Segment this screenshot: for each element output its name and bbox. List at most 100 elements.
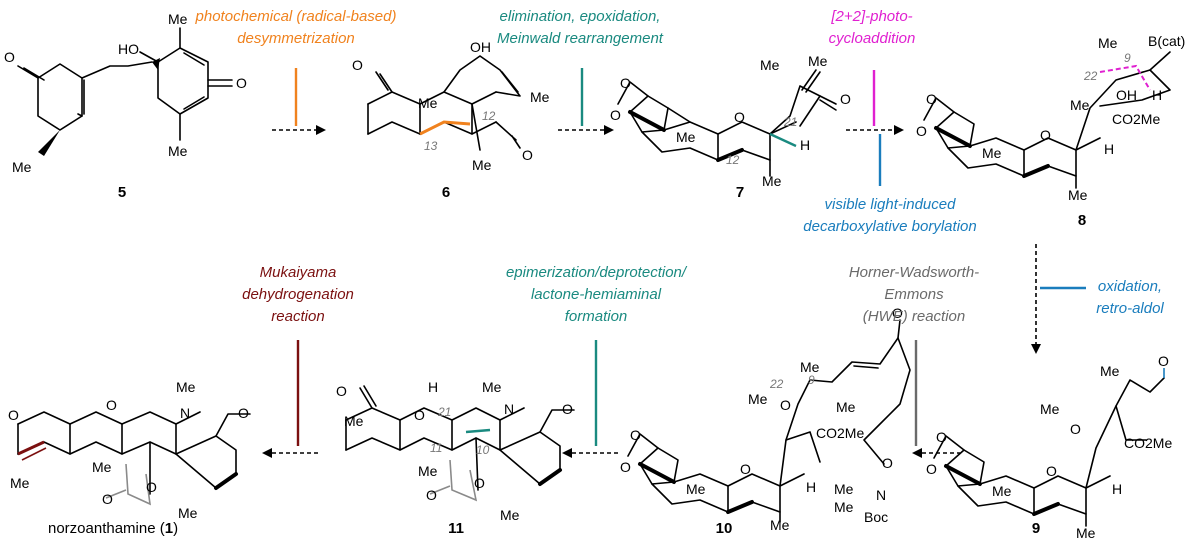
atom-ho-c5: HO — [118, 41, 139, 57]
atom-co2me-c9: CO2Me — [1124, 435, 1172, 451]
position-9-c10: 9 — [808, 373, 815, 387]
atom-o-c7b: O — [610, 107, 621, 123]
position-12-c6: 12 — [482, 109, 496, 123]
atom-n-c11: N — [504, 401, 514, 417]
atom-h-c8a: H — [1152, 87, 1162, 103]
position-22-c8: 22 — [1083, 69, 1098, 83]
step-line: retro-aldol — [1096, 300, 1164, 317]
atom-me-c1a: Me — [176, 379, 196, 395]
position-13-c6: 13 — [424, 139, 438, 153]
atom-o-ketone-c10: O — [892, 305, 903, 321]
atom-co2me-c8: CO2Me — [1112, 111, 1160, 127]
atom-o-c11a: O — [336, 383, 347, 399]
compound-1-number: 1 — [164, 520, 174, 537]
arrow-5-to-6 — [272, 68, 326, 135]
atom-me-c10g: Me — [770, 517, 790, 533]
step-line: decarboxylative borylation — [803, 218, 977, 235]
atom-o-c10d: O — [780, 397, 791, 413]
atom-me-c5c: Me — [12, 159, 32, 175]
atom-me-c5b: Me — [168, 143, 188, 159]
atom-o-c6a: O — [352, 57, 363, 73]
arrow-9-to-10 — [912, 340, 960, 458]
compound-label-6: 6 — [441, 184, 451, 201]
atom-me-c9b: Me — [1100, 363, 1120, 379]
compound-1-close: ) — [173, 520, 179, 537]
compound-label-8: 8 — [1077, 212, 1087, 229]
arrow-6-to-7 — [558, 68, 614, 135]
compound-label-5: 5 — [117, 184, 127, 201]
compound-label-9: 9 — [1031, 520, 1041, 537]
atom-h-c10: H — [806, 479, 816, 495]
atom-o-c8c: O — [1040, 127, 1051, 143]
atom-o-c1b: O — [106, 397, 117, 413]
compound-9-structure — [933, 368, 1165, 527]
atom-me-c6c: Me — [472, 157, 492, 173]
atom-o-c10a: O — [630, 427, 641, 443]
compound-11-structure — [345, 385, 575, 502]
atom-o-c9b: O — [926, 461, 937, 477]
position-21-c7: 21 — [783, 115, 797, 129]
compound-6-structure — [367, 55, 521, 151]
step-line: cycloaddition — [828, 30, 916, 47]
atom-oh-c6: OH — [470, 39, 491, 55]
step-line: lactone-hemiaminal — [530, 286, 662, 303]
atom-o-lactone2-c11: O — [474, 475, 485, 491]
step-line: Horner-Wadsworth- — [848, 264, 980, 281]
step-line: Mukaiyama — [259, 264, 337, 281]
step-label-borylation: visible light-induced decarboxylative bo… — [803, 194, 976, 238]
step-label-hwe: Horner-Wadsworth- Emmons (HWE) reaction — [849, 262, 979, 328]
atom-o-c9a: O — [936, 429, 947, 445]
atom-h-c9: H — [1112, 481, 1122, 497]
atom-me-c7a: Me — [676, 129, 696, 145]
atom-o-c1a: O — [8, 407, 19, 423]
compound-5-structure — [17, 27, 233, 156]
step-label-photocycloaddition: [2+2]-photo- cycloaddition — [829, 6, 916, 50]
atom-o-lactone-c1: O — [102, 491, 113, 507]
arrow-10-to-11 — [562, 340, 618, 458]
compound-1-structure — [17, 411, 251, 506]
atom-o-oxaz-c10: O — [882, 455, 893, 471]
atom-me-c11d: Me — [500, 507, 520, 523]
compound-label-11: 11 — [448, 520, 464, 537]
atom-o-c11b: O — [414, 407, 425, 423]
compound-label-7: 7 — [735, 184, 745, 201]
atom-me-c7c: Me — [808, 53, 828, 69]
atom-me-c10b: Me — [800, 359, 820, 375]
atom-me-c11c: Me — [418, 463, 438, 479]
atom-oh-c8: OH — [1116, 87, 1137, 103]
atom-h-c8b: H — [1104, 141, 1114, 157]
compound-label-1: norzoanthamine (1) — [48, 520, 178, 537]
atom-me-c11a: Me — [344, 413, 364, 429]
atom-o-c9c: O — [1046, 463, 1057, 479]
compound-1-name: norzoanthamine ( — [48, 520, 165, 537]
atom-me-c6a: Me — [418, 95, 438, 111]
atom-me-c11b: Me — [482, 379, 502, 395]
position-11-c11: 11 — [430, 441, 442, 455]
step-line: desymmetrization — [237, 30, 355, 47]
position-10-c11: 10 — [476, 443, 490, 457]
atom-me-c6b: Me — [530, 89, 550, 105]
step-line: [2+2]-photo- — [831, 8, 913, 25]
step-line: reaction — [271, 308, 325, 325]
atom-o-lactone2-c1: O — [146, 479, 157, 495]
atom-me-c7d: Me — [762, 173, 782, 189]
atom-n-c1: N — [180, 405, 190, 421]
atom-o-c7c: O — [840, 91, 851, 107]
compound-7-structure — [617, 69, 837, 177]
position-21-c11: 21 — [437, 405, 451, 419]
atom-me-c1b: Me — [92, 459, 112, 475]
atom-me-c9c: Me — [1040, 401, 1060, 417]
atom-o-c5b: O — [236, 75, 247, 91]
position-12-c7: 12 — [726, 153, 740, 167]
step-line: elimination, epoxidation, — [499, 8, 661, 25]
step-line: visible light-induced — [824, 196, 956, 213]
atom-n-c10: N — [876, 487, 886, 503]
atom-o-c11c: O — [562, 401, 573, 417]
compound-8-structure — [923, 51, 1171, 189]
atom-me-c8d: Me — [1068, 187, 1088, 203]
atom-o-lactone-c11: O — [426, 487, 437, 503]
atom-me-c10a: Me — [686, 481, 706, 497]
arrow-7-to-8 — [846, 70, 904, 186]
arrow-11-to-1 — [262, 340, 320, 458]
step-line: oxidation, — [1097, 278, 1163, 295]
